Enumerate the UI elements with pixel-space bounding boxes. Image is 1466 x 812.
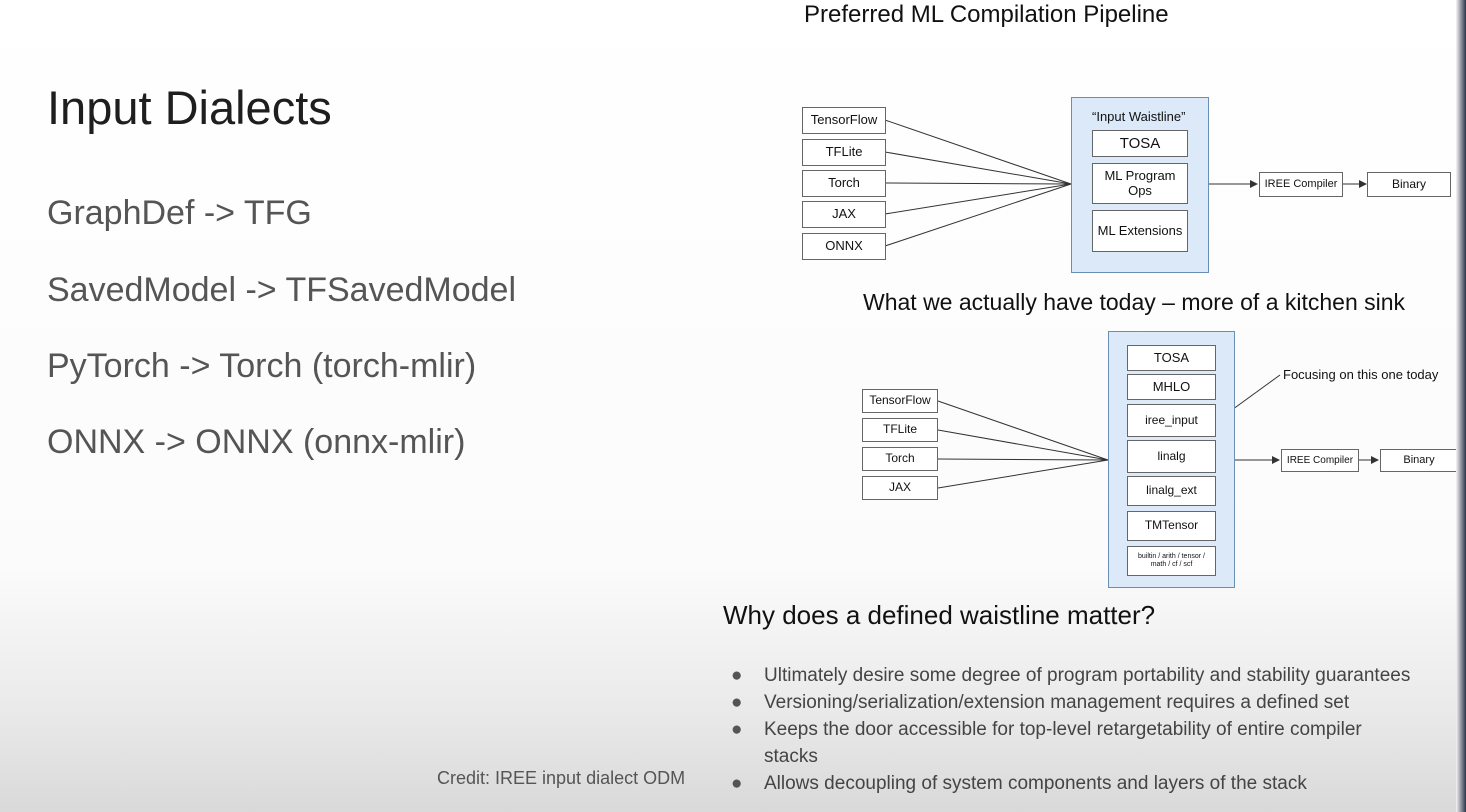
actual-input-tflite: TFLite xyxy=(862,418,938,442)
focus-note: Focusing on this one today xyxy=(1283,367,1439,382)
bullet-dot-icon: ● xyxy=(731,665,743,686)
actual-waist-builtin-dialects: builtin / arith / tensor / math / cf / s… xyxy=(1127,546,1216,576)
bullet-text: Versioning/serialization/extension manag… xyxy=(764,692,1350,713)
preferred-waist-tosa: TOSA xyxy=(1092,130,1188,157)
dialect-onnx: ONNX -> ONNX (onnx-mlir) xyxy=(47,423,466,461)
waistline-label: “Input Waistline” xyxy=(1092,109,1186,124)
bullet-item: ● Ultimately desire some degree of progra… xyxy=(731,662,1466,689)
dialect-pytorch: PyTorch -> Torch (torch-mlir) xyxy=(47,347,477,385)
preferred-iree-compiler: IREE Compiler xyxy=(1259,172,1343,197)
dialect-graphdef: GraphDef -> TFG xyxy=(47,194,312,232)
preferred-input-tflite: TFLite xyxy=(802,139,886,166)
credit-text: Credit: IREE input dialect ODM xyxy=(437,768,686,788)
actual-input-tensorflow: TensorFlow xyxy=(862,389,938,413)
bullet-item: ● Allows decoupling of system components … xyxy=(731,770,1466,797)
actual-binary: Binary xyxy=(1380,449,1458,472)
bullet-dot-icon: ● xyxy=(731,773,743,794)
actual-waist-linalg-ext: linalg_ext xyxy=(1127,476,1216,506)
bullet-text: stacks xyxy=(764,746,818,767)
window-edge xyxy=(1456,0,1466,812)
actual-pipeline-title: What we actually have today – more of a … xyxy=(863,289,1406,315)
bullet-text: Keeps the door accessible for top-level … xyxy=(764,719,1362,740)
why-bullet-list: ● Ultimately desire some degree of progra… xyxy=(731,662,1466,797)
actual-iree-compiler: IREE Compiler xyxy=(1281,449,1359,472)
bullet-item: ● Keeps the door accessible for top-level… xyxy=(731,716,1466,743)
actual-waist-tosa: TOSA xyxy=(1127,345,1216,371)
why-title: Why does a defined waistline matter? xyxy=(723,600,1156,630)
actual-input-torch: Torch xyxy=(862,447,938,471)
actual-waist-iree-input: iree_input xyxy=(1127,404,1216,437)
bullet-item: ● Versioning/serialization/extension mana… xyxy=(731,689,1466,716)
preferred-waist-ml-program-ops: ML Program Ops xyxy=(1092,163,1188,204)
bullet-dot-icon: ● xyxy=(731,692,743,713)
slide-title: Input Dialects xyxy=(47,81,332,134)
preferred-input-jax: JAX xyxy=(802,201,886,228)
bullet-text: Allows decoupling of system components a… xyxy=(764,773,1307,794)
preferred-input-torch: Torch xyxy=(802,170,886,197)
preferred-input-onnx: ONNX xyxy=(802,233,886,260)
preferred-waist-ml-extensions: ML Extensions xyxy=(1092,210,1188,252)
bullet-dot-icon: ● xyxy=(731,719,743,740)
actual-waist-mhlo: MHLO xyxy=(1127,374,1216,400)
actual-waist-linalg: linalg xyxy=(1127,440,1216,473)
preferred-input-tensorflow: TensorFlow xyxy=(802,107,886,134)
actual-input-jax: JAX xyxy=(862,476,938,500)
dialect-savedmodel: SavedModel -> TFSavedModel xyxy=(47,271,517,309)
bullet-continuation: stacks xyxy=(731,743,1466,770)
bullet-text: Ultimately desire some degree of program… xyxy=(764,665,1411,686)
preferred-binary: Binary xyxy=(1367,172,1451,197)
actual-waist-tmtensor: TMTensor xyxy=(1127,511,1216,541)
preferred-pipeline-title: Preferred ML Compilation Pipeline xyxy=(804,1,1169,28)
